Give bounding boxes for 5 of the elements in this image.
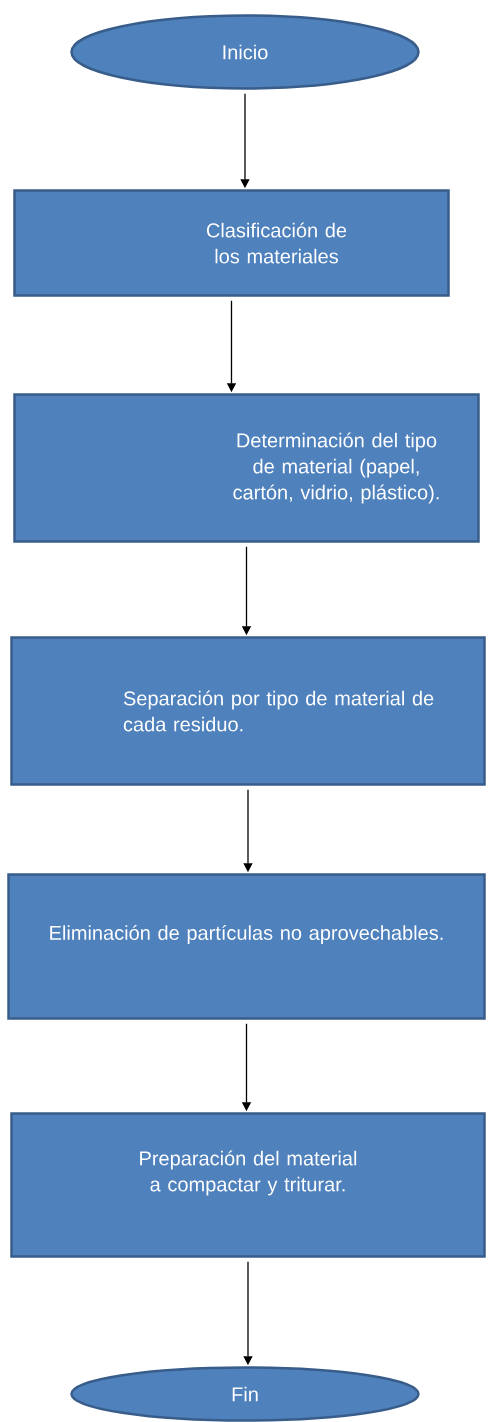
process-box: Eliminación de partículas no aprovechables. <box>7 873 486 1020</box>
process-box: Clasificación de los materiales <box>13 189 450 297</box>
process-box: Determinación del tipo de material (papel, cartón, vidrio, plástico). <box>13 393 480 543</box>
process-box: Preparación del material a compactar y triturar. <box>10 1112 486 1258</box>
process-box: Separación por tipo de material de cada residuo. <box>10 636 486 786</box>
